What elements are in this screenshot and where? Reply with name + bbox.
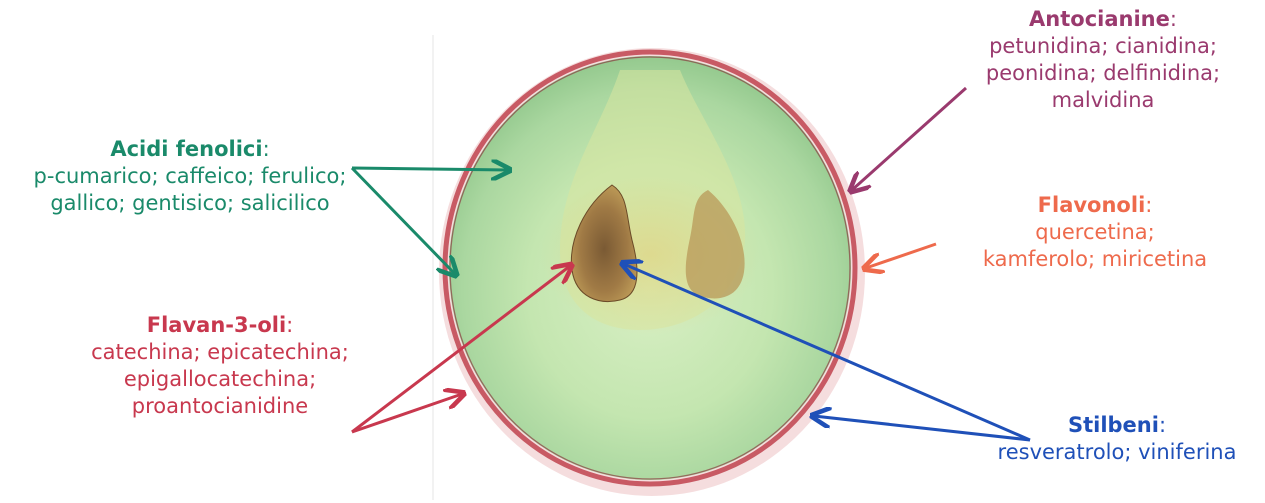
flavan-line-2: epigallocatechina; [60,366,380,393]
acidi-title: Acidi fenolici [110,137,262,161]
antocianine-line-3: malvidina [958,87,1248,114]
arrow-antocianine [852,88,966,190]
flavan-line-3: proantocianidine [60,393,380,420]
stilbeni-title: Stilbeni [1068,413,1159,437]
stilbeni-line-1: resveratrolo; viniferina [972,439,1262,466]
flavonoli-line-2: kamferolo; miricetina [955,246,1235,273]
flavan-line-1: catechina; epicatechina; [60,339,380,366]
label-flavonoli: Flavonoli: quercetina; kamferolo; mirice… [955,192,1235,273]
arrow-flavonoli [866,244,936,268]
label-acidi-fenolici: Acidi fenolici: p-cumarico; caffeico; fe… [2,136,378,217]
antocianine-line-1: petunidina; cianidina; [958,33,1248,60]
label-stilbeni: Stilbeni: resveratrolo; viniferina [972,412,1262,466]
flavonoli-title: Flavonoli [1038,193,1146,217]
label-flavan-3-oli: Flavan-3-oli: catechina; epicatechina; e… [60,312,380,420]
antocianine-line-2: peonidina; delfinidina; [958,60,1248,87]
antocianine-title: Antocianine [1029,7,1170,31]
acidi-line-2: gallico; gentisico; salicilico [2,190,378,217]
label-antocianine: Antocianine: petunidina; cianidina; peon… [958,6,1248,114]
flavonoli-line-1: quercetina; [955,219,1235,246]
flavan-title: Flavan-3-oli [147,313,286,337]
acidi-line-1: p-cumarico; caffeico; ferulico; [2,163,378,190]
